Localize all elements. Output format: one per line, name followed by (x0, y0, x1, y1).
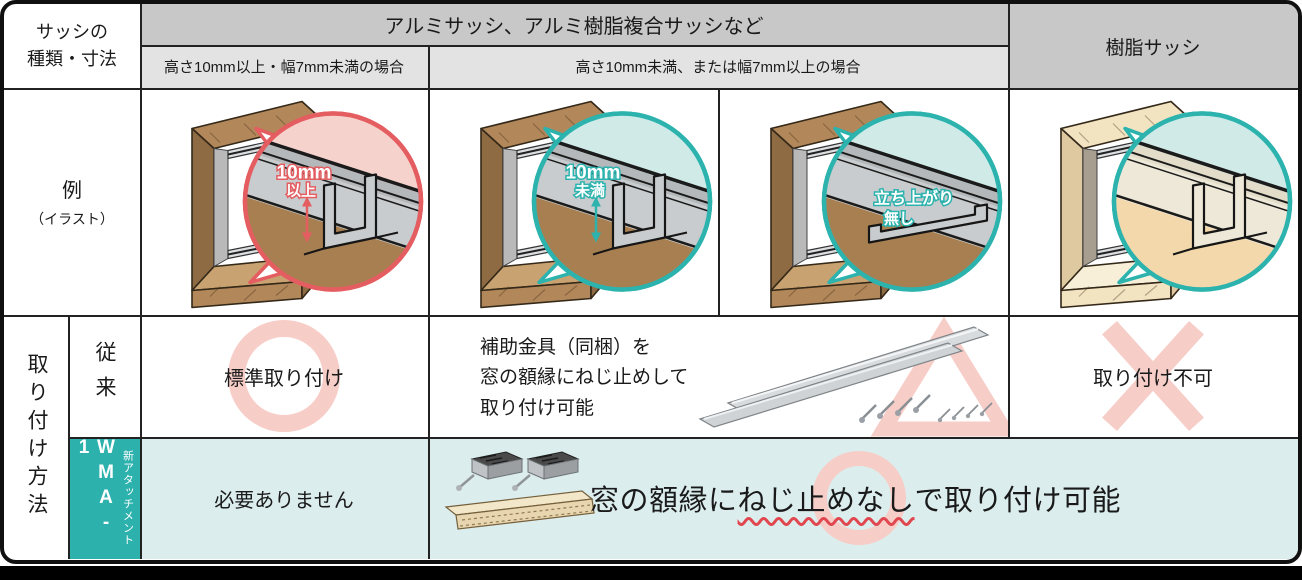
product-name: WMA-1 (73, 437, 117, 537)
illustration-cell-aluminum-standard: 10mm 以上 (140, 88, 428, 315)
illustration-cell-resin (1008, 88, 1298, 315)
subheader-condition-right-label: 高さ10mm未満、または幅7mm以上の場合 (575, 59, 861, 76)
illustration-cell-aluminum-no-upstand: 立ち上がり 無し (718, 88, 1008, 315)
new-other-text: 窓の額縁にねじ止めなしで取り付け可能 (590, 437, 1121, 559)
new-other-text-emphasis: ねじ止めなし (737, 485, 915, 517)
grid-line (1008, 4, 1010, 437)
header-resin-sash-label: 樹脂サッシ (1105, 37, 1201, 59)
header-aluminum-group: アルミサッシ、アルミ樹脂複合サッシなど (140, 4, 1008, 45)
subheader-condition-left: 高さ10mm以上・幅7mm未満の場合 (140, 45, 428, 88)
wood-rail-part (444, 490, 595, 530)
conventional-other-line2: 窓の額縁にねじ止めして (480, 367, 689, 389)
method-label: 取り付け方法 (25, 353, 48, 521)
cell-conventional-other: 補助金具（同梱）を 窓の額縁にねじ止めして 取り付け可能 (428, 315, 1008, 437)
grid-line (718, 88, 720, 315)
bottom-black-bar (0, 566, 1302, 580)
row-label-example: 例 （イラスト） (4, 88, 140, 315)
grid-line (4, 88, 1298, 90)
bracket-part-2 (512, 451, 580, 491)
example-label: 例 (62, 180, 82, 202)
example-sublabel: （イラスト） (30, 211, 114, 227)
new-other-text-before: 窓の額縁に (590, 485, 738, 517)
conventional-resin-text: 取り付け不可 (1093, 367, 1213, 390)
product-note: 新アタッチメント (121, 450, 134, 546)
subheader-condition-right: 高さ10mm未満、または幅7mm以上の場合 (428, 45, 1008, 88)
row-label-conventional: 従来 (68, 315, 140, 437)
triangle-mark (870, 316, 1008, 437)
grid-line (4, 315, 1298, 317)
header-sash-type-line2: 種類・寸法 (27, 49, 117, 69)
conventional-label: 従来 (93, 341, 116, 411)
bracket-part-1 (456, 451, 524, 491)
cell-new-standard: 必要ありません (140, 437, 428, 559)
aluminum-sash-no-upstand-illustration: 立ち上がり 無し (719, 88, 1003, 315)
aluminum-sash-low-illustration: 10mm 未満 (429, 88, 713, 315)
metal-rails (698, 326, 990, 428)
cell-conventional-resin: 取り付け不可 (1008, 315, 1298, 437)
conventional-other-text: 補助金具（同梱）を 窓の額縁にねじ止めして 取り付け可能 (480, 333, 688, 424)
subheader-condition-left-label: 高さ10mm以上・幅7mm未満の場合 (163, 59, 404, 76)
row-label-method: 取り付け方法 (4, 315, 68, 559)
callout-value-text: 10mm (566, 162, 621, 183)
header-sash-type-line1: サッシの (36, 22, 108, 42)
row-label-new-attachment: WMA-1 新アタッチメント (68, 437, 140, 559)
grid-line (68, 437, 1298, 439)
callout-value-text: 立ち上がり (874, 188, 954, 207)
callout-qualifier-text: 無し (884, 209, 914, 227)
grid-line (428, 45, 430, 559)
grid-line (140, 45, 1008, 47)
callout-qualifier-text: 以上 (286, 182, 316, 199)
screw-heads (859, 407, 985, 423)
header-sash-type: サッシの 種類・寸法 (4, 4, 140, 88)
new-standard-text: 必要ありません (214, 489, 354, 512)
aluminum-sash-standard-illustration: 10mm 以上 (140, 88, 424, 315)
illustration-cell-aluminum-low: 10mm 未満 (428, 88, 718, 315)
callout-value-text: 10mm (277, 162, 332, 183)
resin-sash-illustration (1009, 88, 1293, 315)
header-resin-sash: 樹脂サッシ (1008, 4, 1298, 88)
new-other-text-after: で取り付け可能 (914, 485, 1122, 517)
conventional-other-line3: 取り付け可能 (480, 397, 595, 419)
conventional-standard-text: 標準取り付け (224, 367, 344, 390)
comparison-table: サッシの 種類・寸法 アルミサッシ、アルミ樹脂複合サッシなど 高さ10mm以上・… (0, 0, 1302, 564)
grid-line (140, 4, 142, 559)
attachment-parts-image (444, 451, 595, 530)
conventional-other-line1: 補助金具（同梱）を (480, 337, 652, 358)
auxiliary-bracket-image (698, 316, 1008, 437)
callout-qualifier-text: 未満 (574, 181, 605, 199)
cell-new-other: 窓の額縁にねじ止めなしで取り付け可能 (428, 437, 1298, 559)
header-aluminum-group-label: アルミサッシ、アルミ樹脂複合サッシなど (384, 16, 764, 38)
screws (861, 394, 993, 420)
cell-conventional-standard: 標準取り付け (140, 315, 428, 437)
